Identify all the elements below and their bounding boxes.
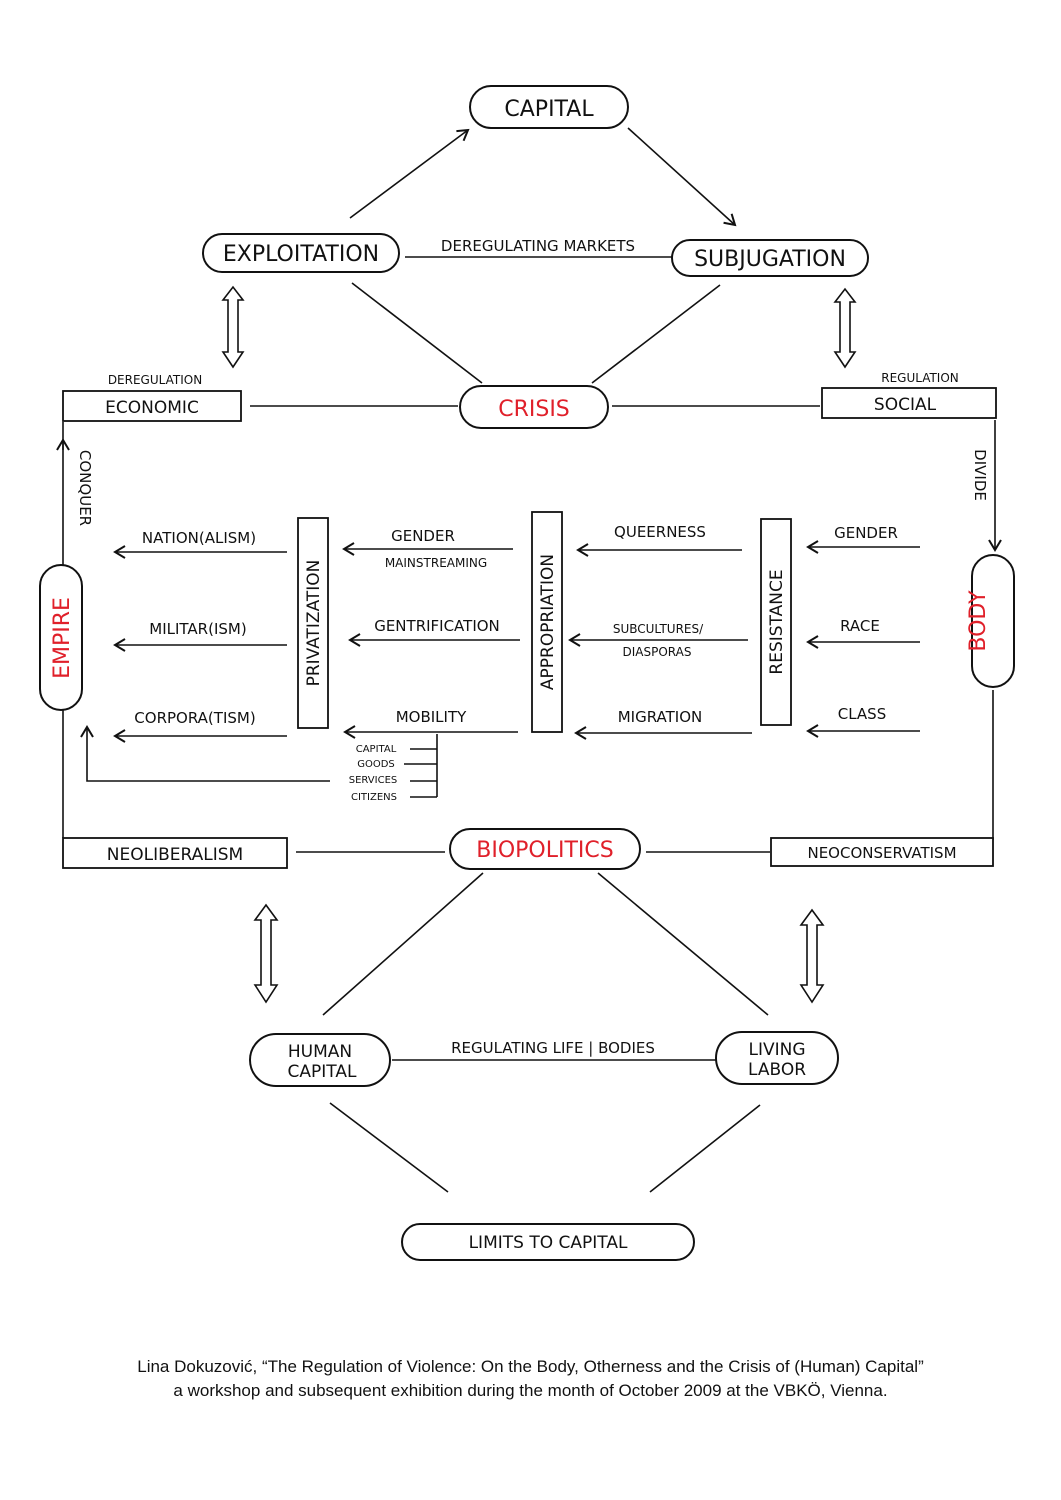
label-nationalism: NATION(ALISM) bbox=[142, 529, 256, 547]
label-mob-goods: GOODS bbox=[357, 759, 395, 770]
label-biopolitics: BIOPOLITICS bbox=[476, 838, 613, 863]
edge-human-capital-limits bbox=[329, 1102, 449, 1193]
edge-exploitation-crisis bbox=[351, 282, 483, 384]
label-neoconservatism: NEOCONSERVATISM bbox=[807, 844, 956, 862]
label-divide: DIVIDE bbox=[971, 449, 989, 501]
node-exploitation bbox=[202, 233, 400, 273]
label-human-capital-2: CAPITAL bbox=[288, 1062, 357, 1082]
box-neoconservatism bbox=[770, 837, 994, 867]
double-arrow-right-top bbox=[833, 287, 857, 369]
label-queerness: QUEERNESS bbox=[614, 523, 706, 541]
label-body: BODY bbox=[966, 590, 991, 652]
label-mob-citizens: CITIZENS bbox=[351, 792, 397, 803]
label-gender-mainstreaming-1: GENDER bbox=[391, 527, 455, 545]
label-corporatism: CORPORA(TISM) bbox=[134, 709, 255, 727]
caption-line-2: a workshop and subsequent exhibition dur… bbox=[173, 1381, 888, 1400]
label-living-labor-2: LABOR bbox=[748, 1060, 806, 1080]
label-human-capital-1: HUMAN bbox=[288, 1042, 352, 1062]
label-empire: EMPIRE bbox=[50, 597, 75, 679]
label-migration: MIGRATION bbox=[618, 708, 703, 726]
label-neoliberalism: NEOLIBERALISM bbox=[107, 845, 243, 865]
edge-subjugation-crisis bbox=[591, 284, 721, 384]
node-living-labor bbox=[715, 1031, 839, 1085]
label-crisis: CRISIS bbox=[498, 397, 570, 422]
label-resistance: RESISTANCE bbox=[767, 569, 787, 674]
node-body bbox=[971, 554, 1015, 688]
label-class: CLASS bbox=[838, 705, 886, 723]
label-exploitation: EXPLOITATION bbox=[223, 242, 379, 267]
label-limits-to-capital: LIMITS TO CAPITAL bbox=[469, 1233, 628, 1253]
node-crisis bbox=[459, 385, 609, 429]
mobility-bracket bbox=[80, 725, 438, 798]
node-subjugation bbox=[671, 239, 869, 277]
label-economic: ECONOMIC bbox=[105, 398, 199, 418]
label-diasporas: DIASPORAS bbox=[623, 645, 692, 659]
label-subcultures: SUBCULTURES/ bbox=[613, 622, 704, 636]
label-militarism: MILITAR(ISM) bbox=[149, 620, 246, 638]
label-gender-mainstreaming-2: MAINSTREAMING bbox=[385, 556, 487, 570]
label-race: RACE bbox=[840, 617, 880, 635]
edge-biopolitics-human-capital bbox=[322, 872, 484, 1016]
label-mob-capital: CAPITAL bbox=[356, 744, 397, 755]
label-gentrification: GENTRIFICATION bbox=[374, 617, 500, 635]
double-arrow-left-bottom bbox=[253, 903, 279, 1004]
label-deregulating-markets: DEREGULATING MARKETS bbox=[441, 237, 635, 255]
double-arrow-left-top bbox=[221, 285, 245, 369]
box-privatization bbox=[297, 517, 329, 729]
label-deregulation: DEREGULATION bbox=[108, 373, 202, 387]
label-regulation: REGULATION bbox=[881, 371, 959, 385]
label-gender: GENDER bbox=[834, 524, 898, 542]
label-mobility: MOBILITY bbox=[396, 708, 467, 726]
edge-exploitation-capital bbox=[349, 128, 470, 219]
box-economic bbox=[62, 390, 242, 422]
node-limits-to-capital bbox=[401, 1223, 695, 1261]
edge-living-labor-limits bbox=[649, 1104, 761, 1193]
label-subjugation: SUBJUGATION bbox=[694, 247, 846, 272]
box-appropriation bbox=[531, 511, 563, 733]
double-arrow-right-bottom bbox=[799, 908, 825, 1004]
caption-line-1: Lina Dokuzović, “The Regulation of Viole… bbox=[137, 1357, 924, 1376]
edge-capital-subjugation bbox=[627, 127, 737, 227]
node-human-capital bbox=[249, 1033, 391, 1087]
edge-biopolitics-living-labor bbox=[597, 872, 769, 1016]
node-empire bbox=[39, 564, 83, 711]
caption: Lina Dokuzović, “The Regulation of Viole… bbox=[0, 1355, 1061, 1403]
label-regulating-life: REGULATING LIFE | BODIES bbox=[451, 1039, 655, 1057]
label-privatization: PRIVATIZATION bbox=[304, 560, 324, 687]
box-neoliberalism bbox=[62, 837, 288, 869]
box-resistance bbox=[760, 518, 792, 726]
label-living-labor-1: LIVING bbox=[748, 1040, 805, 1060]
label-capital: CAPITAL bbox=[504, 97, 594, 122]
label-conquer: CONQUER bbox=[76, 450, 94, 526]
label-social: SOCIAL bbox=[874, 395, 937, 415]
box-social bbox=[821, 387, 997, 419]
node-capital bbox=[469, 85, 629, 129]
node-biopolitics bbox=[449, 828, 641, 870]
label-mob-services: SERVICES bbox=[349, 775, 398, 786]
label-appropriation: APPROPRIATION bbox=[538, 554, 558, 690]
